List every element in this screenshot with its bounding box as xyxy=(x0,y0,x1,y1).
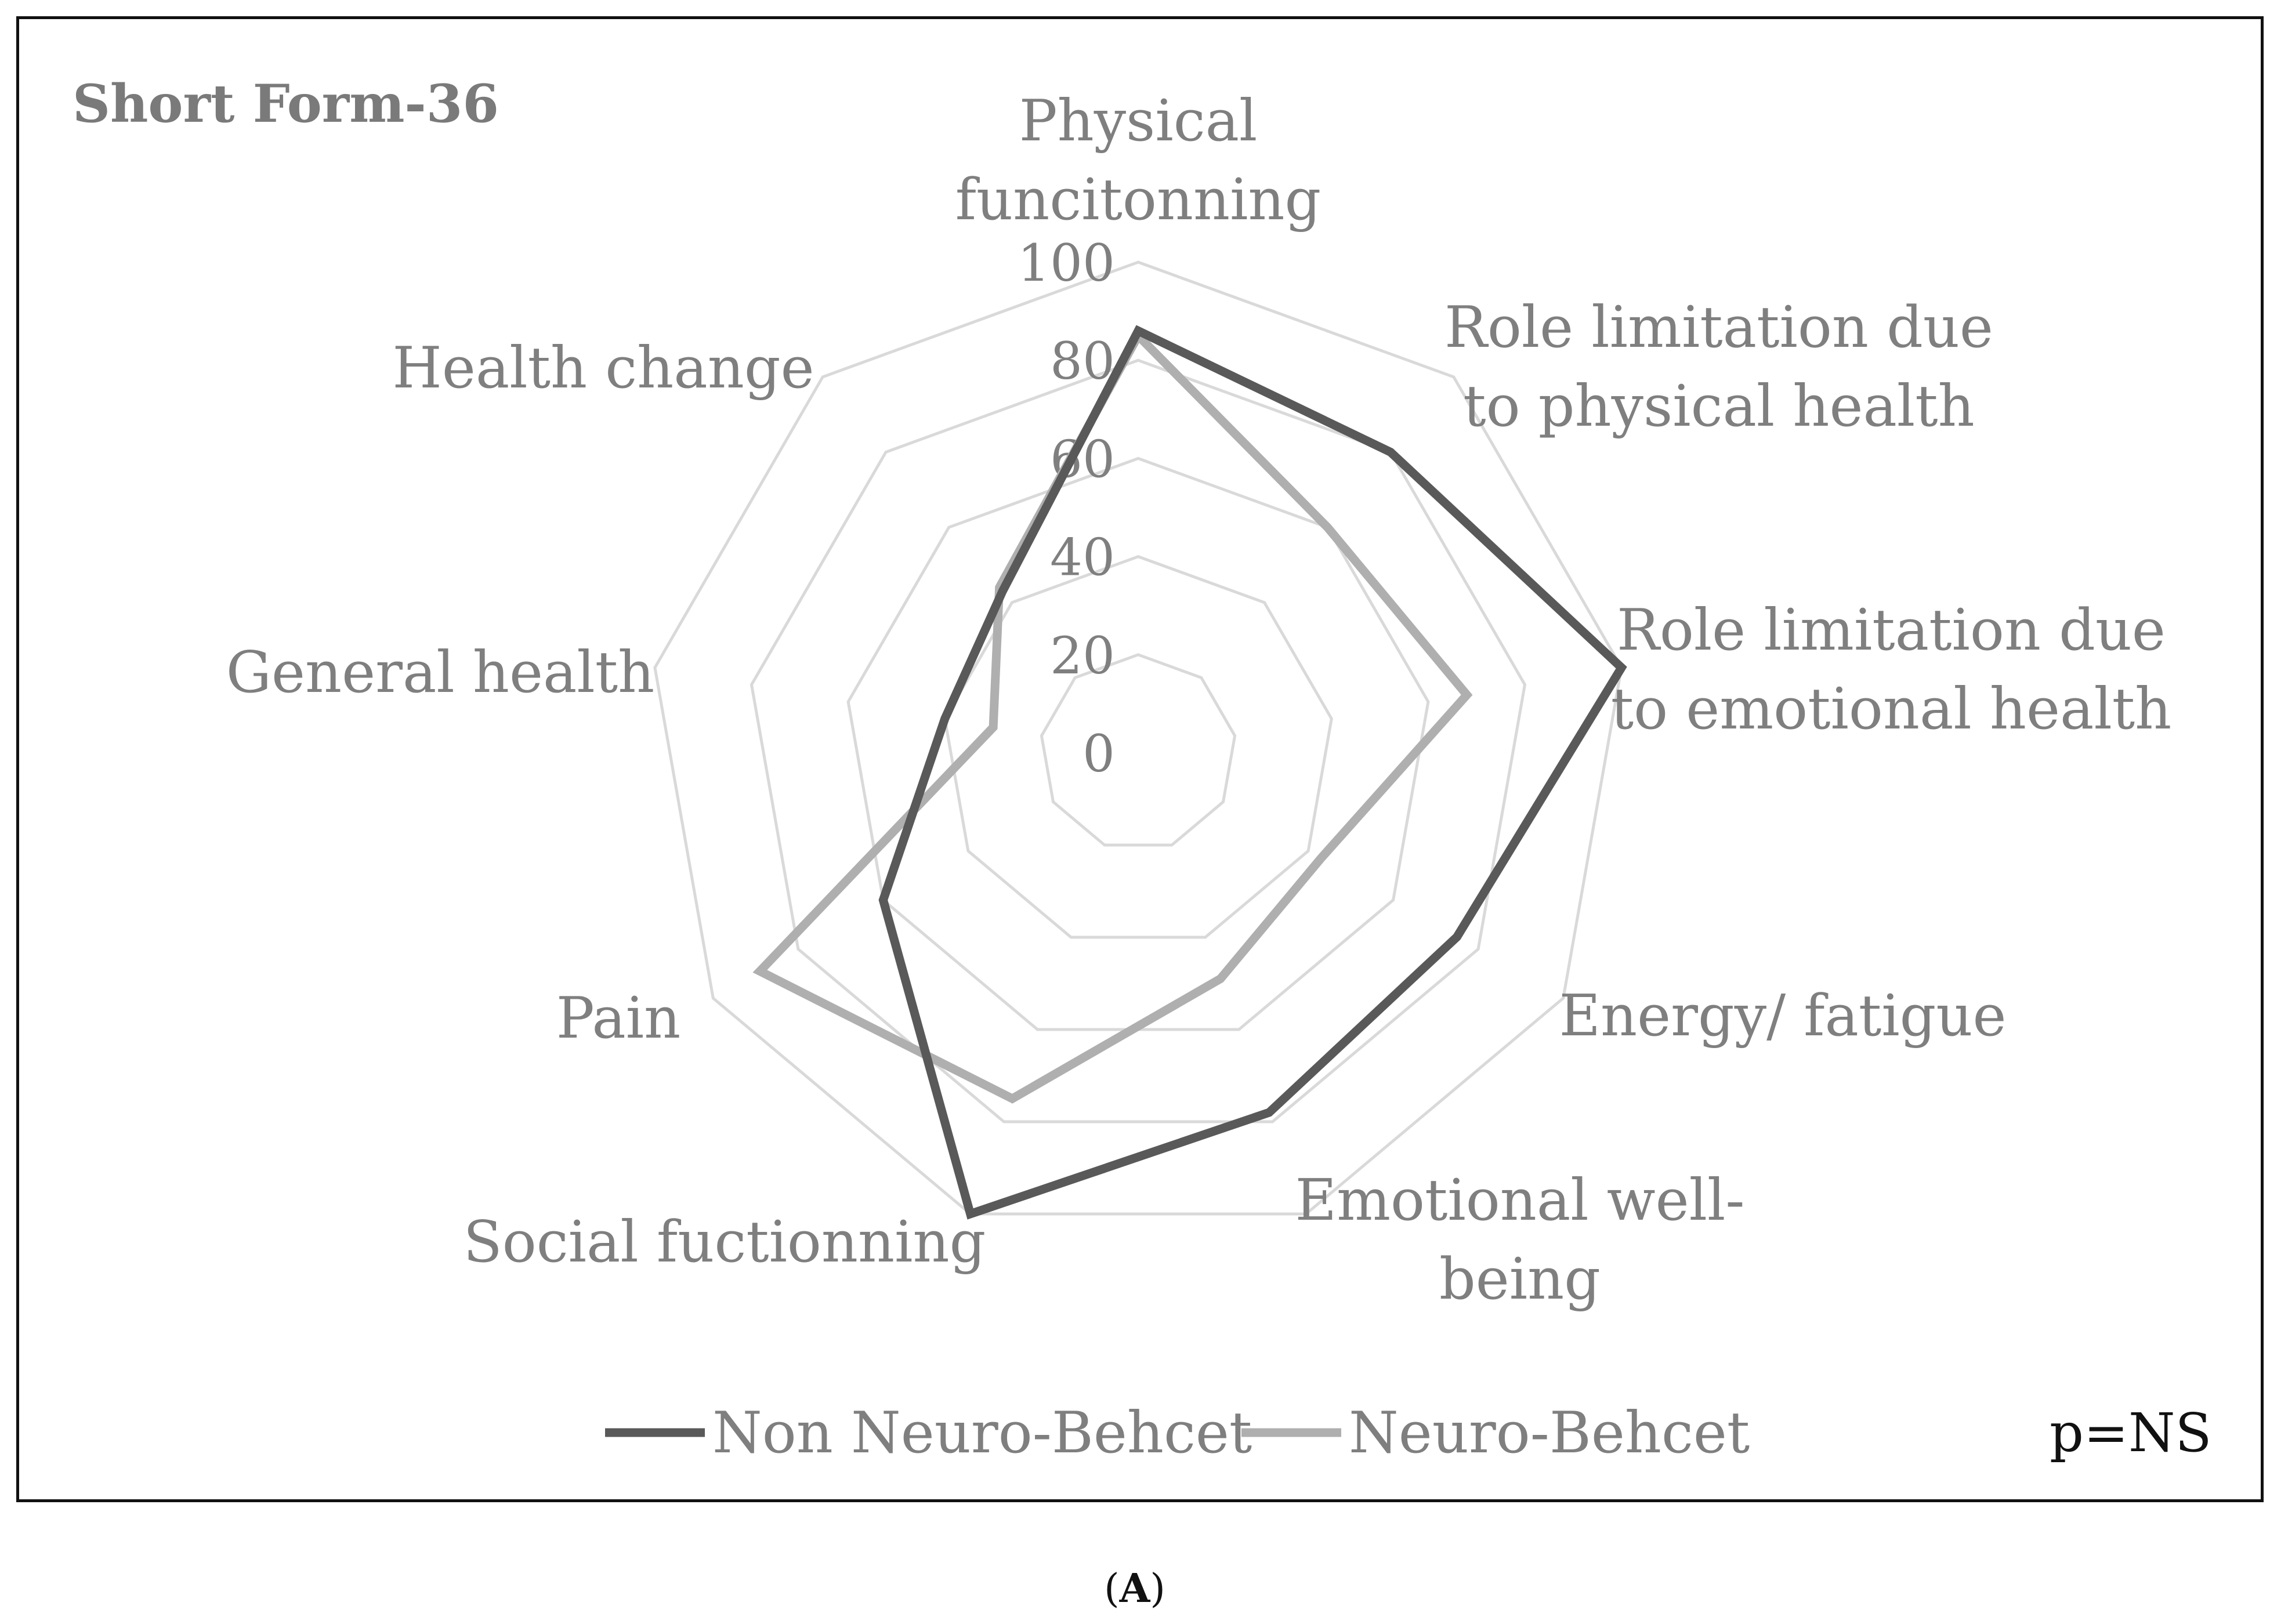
panel-caption: (A) xyxy=(1104,1565,1165,1612)
category-label-line: Energy/ fatigue xyxy=(1559,983,2006,1049)
category-label-line: Social fuctionning xyxy=(464,1209,986,1275)
category-label-line: to physical health xyxy=(1463,374,1975,440)
category-label-line: Role limitation due xyxy=(1617,597,2166,664)
category-label: Social fuctionning xyxy=(464,1209,986,1275)
radar-grid xyxy=(653,260,1623,1216)
category-label: Role limitation due to physical health xyxy=(1444,295,1993,440)
category-label-line: Health change xyxy=(392,335,814,401)
category-label-line: being xyxy=(1439,1246,1601,1313)
p-value-annotation: p=NS xyxy=(2050,1402,2212,1464)
chart-title: Short Form-36 xyxy=(73,73,499,135)
category-label: Health change xyxy=(392,335,814,401)
category-label: General health xyxy=(226,640,655,706)
series-line-neuro-behcet xyxy=(752,328,1473,1104)
tick-label: 20 xyxy=(1050,626,1115,686)
radar-series xyxy=(752,325,1627,1220)
legend-label: Neuro-Behcet xyxy=(1349,1400,1750,1466)
category-label-line: Role limitation due xyxy=(1444,295,1993,361)
category-label: Physical funcitonning xyxy=(955,88,1322,233)
tick-label: 40 xyxy=(1050,528,1115,588)
tick-label: 100 xyxy=(1018,233,1115,293)
category-label-line: Physical xyxy=(1019,88,1258,154)
caption-letter: A xyxy=(1119,1565,1151,1612)
series-line-non-neuro-behcet xyxy=(878,325,1627,1220)
category-label-line: Pain xyxy=(556,985,680,1052)
grid-ring-40 xyxy=(943,554,1333,939)
category-label-line: funcitonning xyxy=(955,167,1322,233)
category-label: Emotional well-being xyxy=(1295,1168,1745,1313)
category-label: Pain xyxy=(556,985,680,1052)
legend-label: Non Neuro-Behcet xyxy=(712,1400,1252,1466)
grid-ring-100 xyxy=(653,260,1623,1216)
grid-ring-20 xyxy=(1040,653,1237,847)
caption-open: ( xyxy=(1104,1566,1120,1612)
category-label-line: Emotional well- xyxy=(1295,1168,1745,1234)
category-label-line: to emotional health xyxy=(1611,676,2172,742)
grid-ring-80 xyxy=(750,358,1527,1123)
tick-label: 80 xyxy=(1050,331,1115,391)
caption-close: ) xyxy=(1150,1566,1165,1612)
category-label-line: General health xyxy=(226,640,655,706)
category-label: Energy/ fatigue xyxy=(1559,983,2006,1049)
category-label: Role limitation due to emotional health xyxy=(1611,597,2172,742)
legend: Non Neuro-Behcet Neuro-Behcet xyxy=(605,1400,1750,1466)
tick-label: 0 xyxy=(1082,724,1115,784)
